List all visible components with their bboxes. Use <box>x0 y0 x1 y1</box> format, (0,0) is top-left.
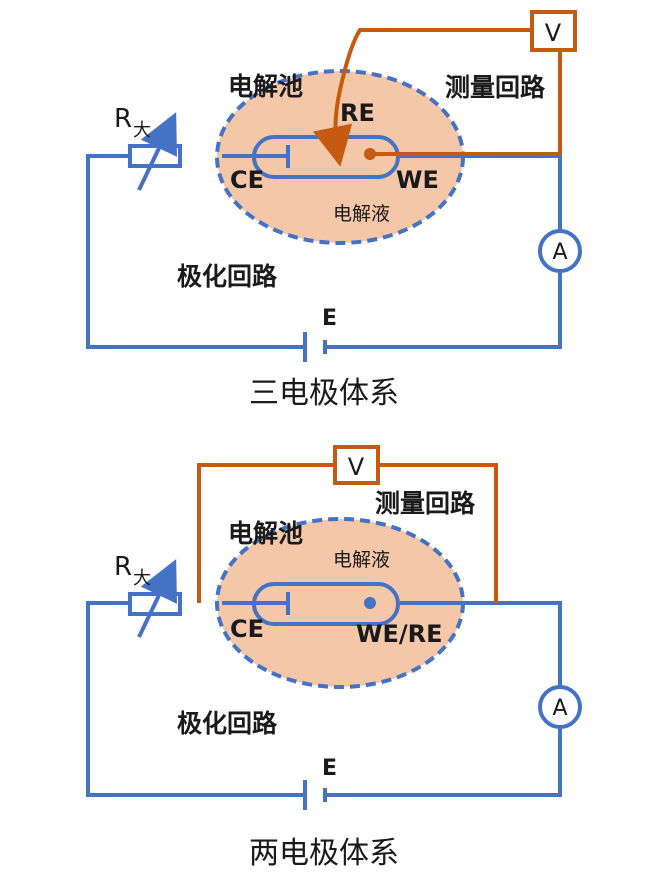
variable-arrow-icon <box>137 559 177 638</box>
we-electrode-dot <box>364 148 376 160</box>
polarization-circuit <box>86 112 562 362</box>
source-label: E <box>322 756 337 781</box>
re-probe-arrow <box>312 28 530 167</box>
we-label: WE <box>396 166 439 194</box>
measure-circuit-label: 测量回路 <box>375 489 476 518</box>
voltmeter <box>333 445 380 485</box>
re-label: RE <box>340 99 375 127</box>
polarization-circuit <box>86 559 562 810</box>
resistor-subscript: 大 <box>133 120 151 141</box>
two-electrode-diagram: A V 电解池 测量回路 电解液 CE WE/RE 极化回路 R 大 E 两电极… <box>86 445 582 871</box>
cell-label: 电解池 <box>228 72 303 101</box>
polarization-circuit-label: 极化回路 <box>177 709 278 738</box>
ce-label: CE <box>230 615 264 643</box>
resistor-subscript: 大 <box>133 568 151 589</box>
electrode-tube <box>252 582 400 626</box>
voltmeter <box>530 10 577 52</box>
measurement-circuit <box>197 445 498 603</box>
ce-label: CE <box>230 166 264 194</box>
caption-three-electrode: 三电极体系 <box>249 376 399 411</box>
three-electrode-diagram: A V 电解池 测量回路 RE CE WE 电解液 极化回路 R 大 E 三电极… <box>86 10 582 411</box>
we-re-electrode-dot <box>364 597 376 609</box>
caption-two-electrode: 两电极体系 <box>249 836 399 871</box>
ammeter <box>538 685 582 729</box>
source-label: E <box>322 306 337 331</box>
resistor-label: R <box>114 104 132 134</box>
ammeter-label: A <box>552 696 567 721</box>
measurement-circuit <box>312 10 577 167</box>
we-re-label: WE/RE <box>356 620 443 648</box>
ammeter <box>538 229 582 273</box>
electrolyte-label: 电解液 <box>333 549 390 571</box>
resistor-label: R <box>114 552 132 582</box>
ammeter-label: A <box>552 240 567 265</box>
cell-label: 电解池 <box>228 519 303 548</box>
measure-circuit-label: 测量回路 <box>445 73 546 102</box>
voltmeter-label: V <box>348 453 365 481</box>
voltmeter-label: V <box>545 19 562 47</box>
variable-arrow-icon <box>137 112 177 191</box>
electrolyte-label: 电解液 <box>333 203 390 225</box>
polarization-circuit-label: 极化回路 <box>177 262 278 291</box>
